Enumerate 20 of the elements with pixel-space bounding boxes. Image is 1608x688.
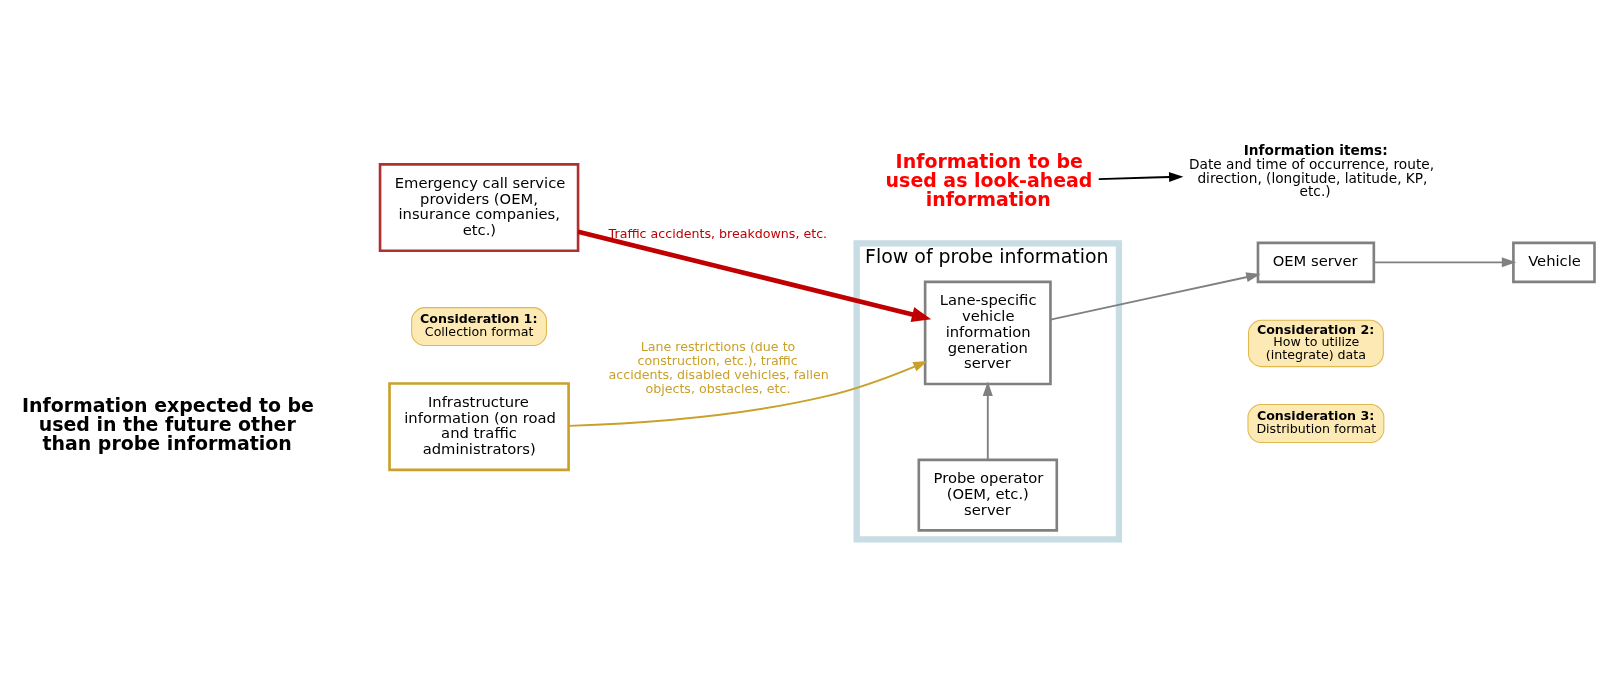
node-box: Consideration 2: How to utilize (integrate) data	[1247, 319, 1384, 367]
node-text: Information to be used as look-ahead information	[885, 149, 1093, 210]
arrow	[982, 381, 993, 461]
arrow	[1097, 171, 1184, 182]
arrow	[1373, 256, 1517, 267]
edge-label: Lane restrictions (due to construction, etc.), traffic accidents, disabled vehicles, fallen objects, obstacles, etc.	[608, 338, 829, 396]
node-box: Infrastructure information (on road and traffic administrators)	[388, 381, 570, 471]
arrow	[1049, 271, 1261, 320]
node-box: Vehicle	[1512, 241, 1596, 283]
node-box: OEM server	[1256, 241, 1376, 283]
node-box: Lane-specific vehicle information generation server	[923, 280, 1052, 385]
node-box: Emergency call service providers (OEM, insurance companies, etc.)	[378, 162, 580, 252]
node-box: Consideration 1: Collection format	[411, 306, 547, 346]
arrow	[577, 229, 932, 322]
label: Information expected to be used in the future other than probe information	[21, 393, 314, 454]
arrow	[567, 360, 928, 427]
node-text: Information items: Date and time of occurrence, route, direction, (longitude, latitude, KP, etc.)	[1188, 141, 1435, 199]
node-box: Consideration 3: Distribution format	[1247, 403, 1385, 443]
node-box: Probe operator (OEM, etc.) server	[917, 458, 1059, 532]
edge-label: Traffic accidents, breakdowns, etc.	[608, 225, 828, 241]
